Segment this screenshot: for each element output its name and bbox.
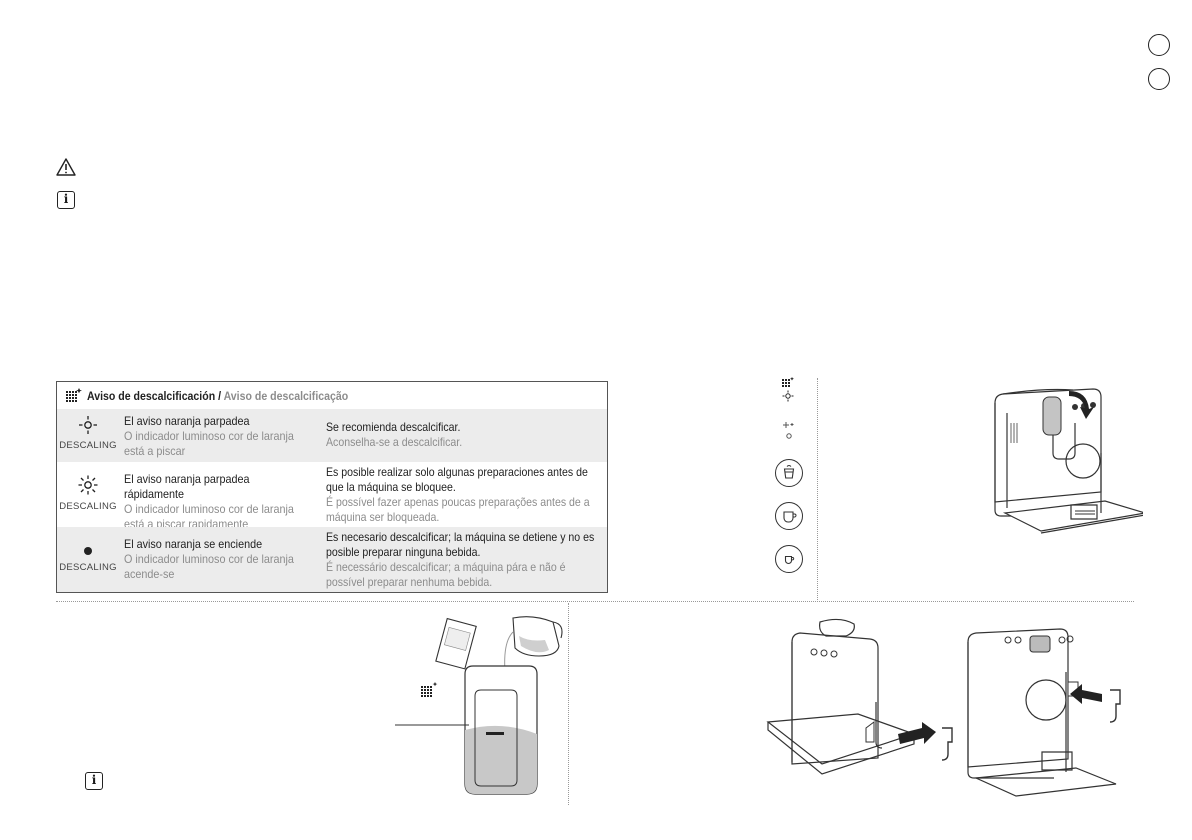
lungo-button[interactable] — [775, 502, 803, 530]
machine-illustration-steam-pipe — [766, 618, 1121, 797]
table-header: Aviso de descalcificación / Aviso de des… — [57, 382, 607, 409]
state-pt: O indicador luminoso cor de laranja está… — [124, 429, 294, 458]
meaning-pt: É possível fazer apenas poucas preparaçõ… — [326, 495, 590, 524]
meaning-pt: Aconselha-se a descalcificar. — [326, 435, 463, 449]
table-row: DESCALING El aviso naranja parpadea O in… — [57, 409, 607, 462]
espresso-button[interactable] — [775, 545, 803, 573]
state-es: El aviso naranja se enciende — [124, 537, 263, 551]
meaning-pt: É necessário descalcificar; a máquina pá… — [326, 560, 566, 589]
symbol-label: DESCALING — [59, 440, 117, 451]
warning-icon — [56, 158, 76, 176]
symbol-label: DESCALING — [59, 501, 117, 512]
sparkle-light-icon — [783, 422, 794, 439]
language-selector-2[interactable] — [1148, 68, 1170, 90]
table-title: Aviso de descalcificación / Aviso de des… — [87, 389, 349, 403]
fast-blinking-light-icon — [78, 475, 98, 495]
descaling-alert-table: Aviso de descalcificación / Aviso de des… — [56, 381, 608, 593]
meaning-es: Se recomienda descalcificar. — [326, 420, 461, 434]
divider-horizontal — [56, 601, 1134, 602]
water-tank-illustration — [395, 616, 563, 795]
blinking-light-icon — [79, 416, 97, 434]
descaling-light-icon — [782, 377, 794, 402]
solid-light-icon — [84, 547, 92, 555]
divider-vertical-2 — [568, 603, 569, 805]
symbol-label: DESCALING — [59, 562, 117, 573]
meaning-es: Es posible realizar solo algunas prepara… — [326, 465, 588, 494]
info-icon-bottom: i — [85, 772, 103, 790]
table-row: DESCALING El aviso naranja parpadea rápi… — [57, 462, 607, 531]
descaling-icon — [66, 388, 82, 402]
meaning-es: Es necesario descalcificar; la máquina s… — [326, 530, 595, 559]
language-selector-1[interactable] — [1148, 34, 1170, 56]
divider-vertical — [817, 378, 818, 600]
state-es: El aviso naranja parpadea rápidamente — [124, 472, 250, 501]
milk-button[interactable] — [775, 459, 803, 487]
table-row: DESCALING El aviso naranja se enciende O… — [57, 527, 607, 592]
state-pt: O indicador luminoso cor de laranja acen… — [124, 552, 294, 581]
state-es: El aviso naranja parpadea — [124, 414, 250, 428]
machine-illustration-press-button — [994, 388, 1143, 534]
info-icon: i — [57, 191, 75, 209]
